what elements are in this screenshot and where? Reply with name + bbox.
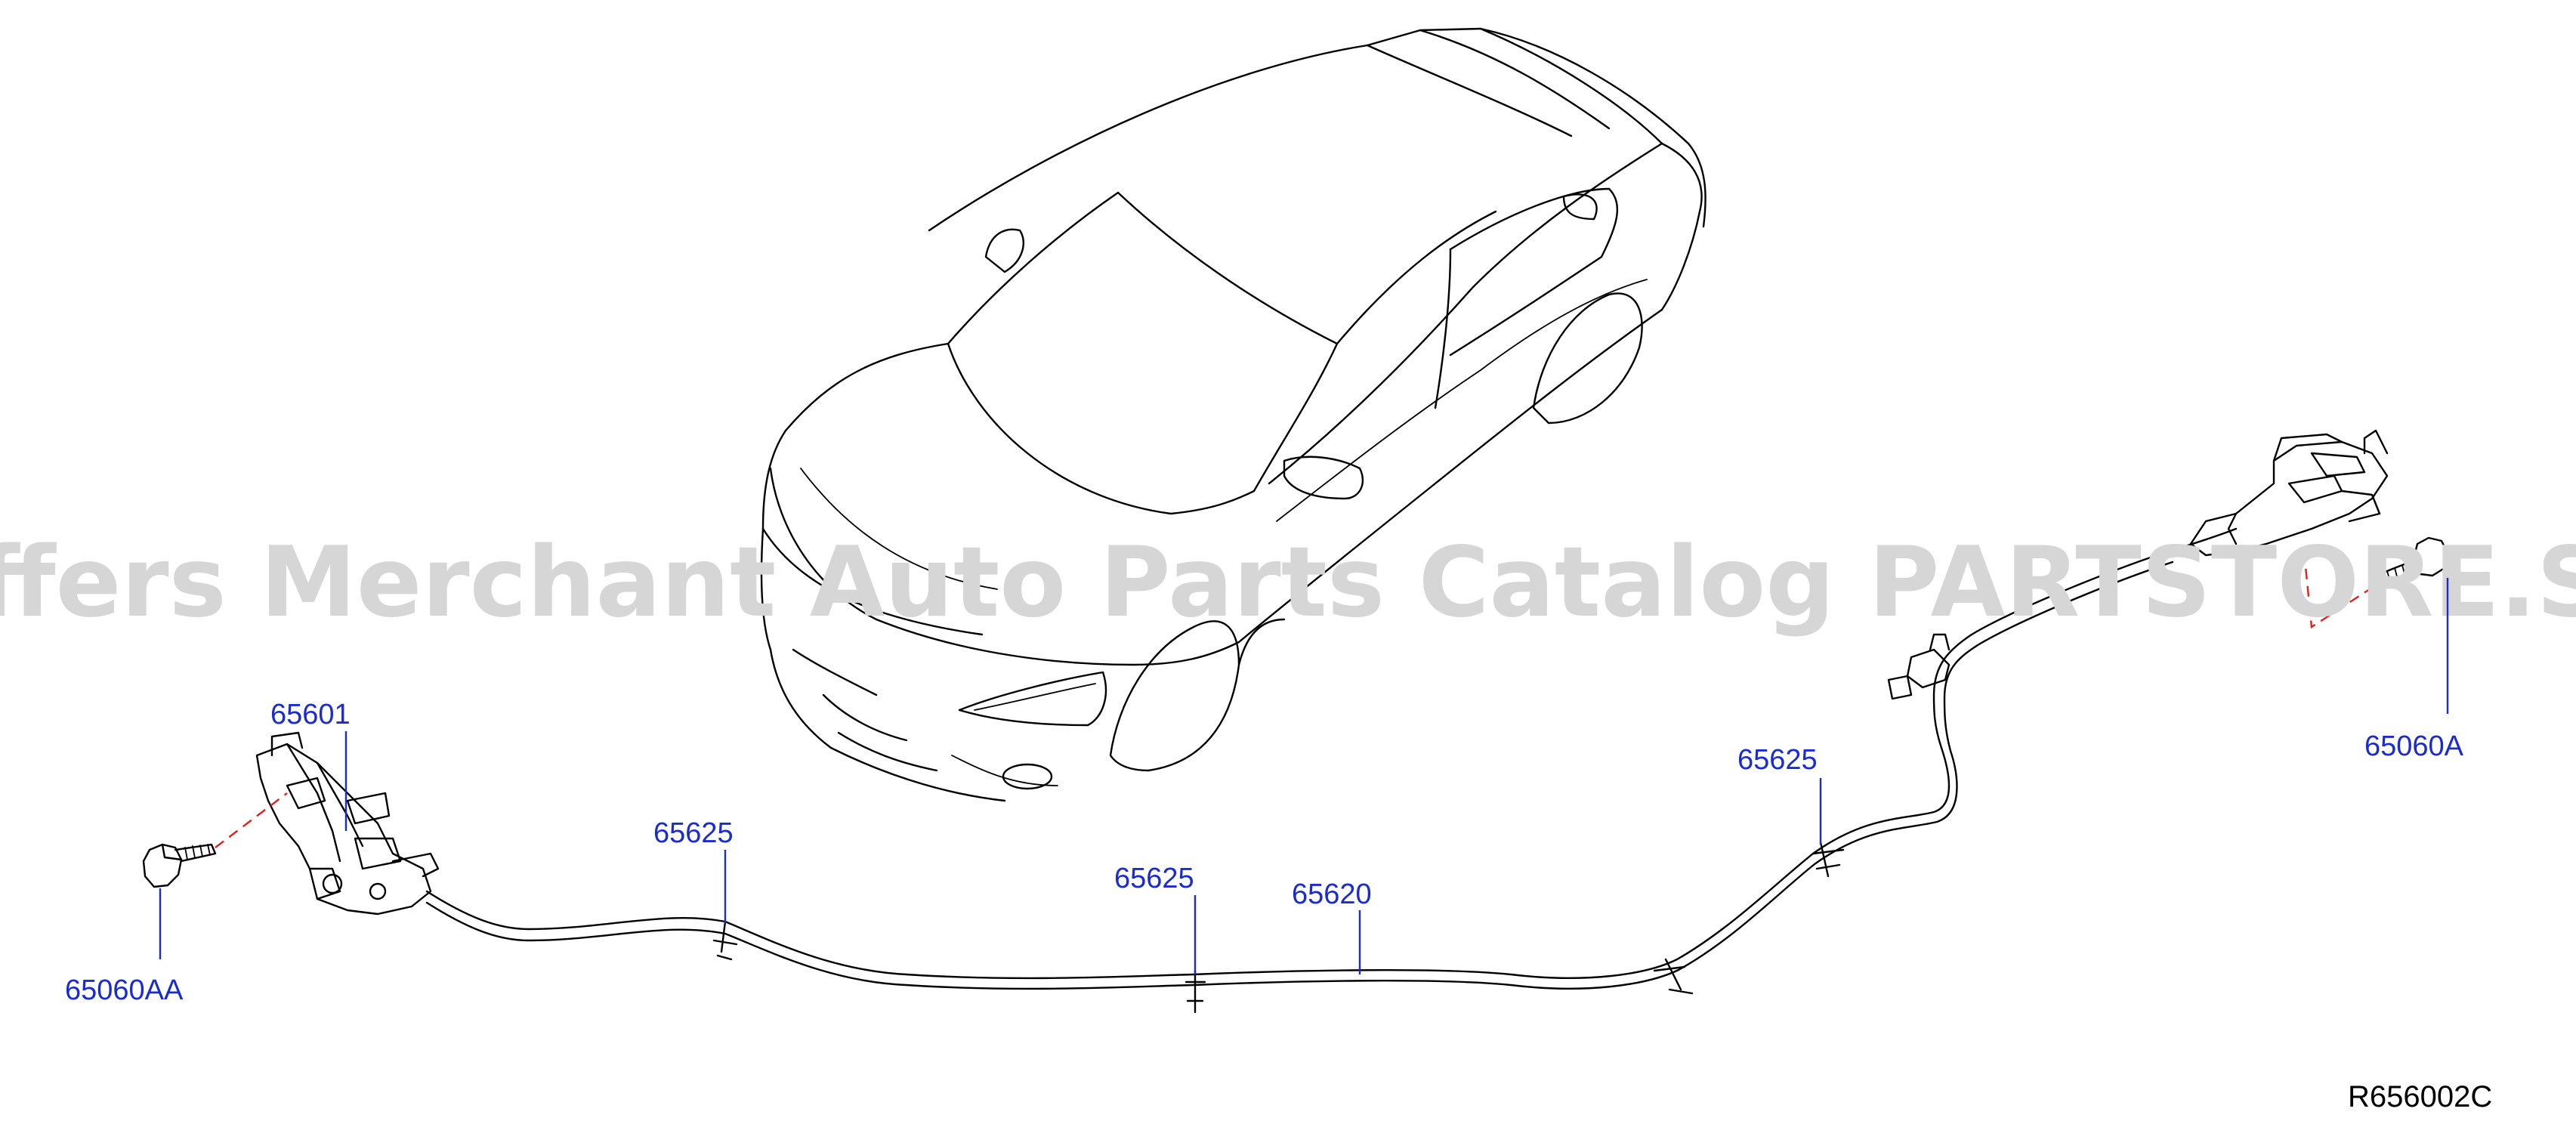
assembly-line-right	[2303, 551, 2388, 629]
part-label-65060A[interactable]: 65060A	[2364, 730, 2464, 762]
leader-lines	[159, 578, 2449, 974]
hood-lock-latch	[255, 731, 440, 916]
release-cable	[425, 527, 2238, 1014]
assembly-dashed-lines	[215, 551, 2388, 848]
part-label-65060AA[interactable]: 65060AA	[65, 974, 184, 1006]
assembly-line-left	[215, 792, 288, 848]
part-label-65625-c[interactable]: 65625	[1737, 744, 1818, 776]
part-label-65625-b[interactable]: 65625	[1114, 863, 1194, 894]
handle-bolt	[2378, 536, 2449, 586]
watermark: Offers Merchant Auto Parts Catalog PARTS…	[0, 527, 2576, 639]
part-label-65625-a[interactable]: 65625	[653, 817, 734, 849]
diagram-reference-code: R656002C	[2348, 1080, 2492, 1113]
car-outline	[760, 27, 1707, 802]
part-label-65601[interactable]: 65601	[270, 699, 351, 730]
latch-bolt	[142, 843, 217, 888]
part-labels: 65601 65060AA 65625 65625 65625 65620 65…	[65, 699, 2464, 1006]
part-label-65620[interactable]: 65620	[1292, 879, 1372, 910]
release-handle-assembly	[1887, 429, 2389, 700]
